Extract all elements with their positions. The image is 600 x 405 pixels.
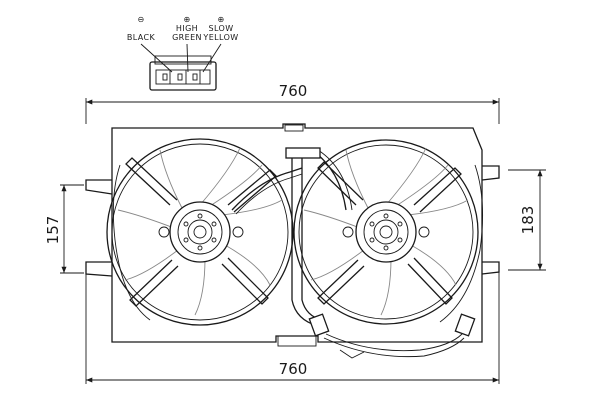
dimension-label-right: 183 xyxy=(519,206,537,235)
fan-left xyxy=(106,138,294,326)
wiring-harness xyxy=(231,147,476,359)
fan-left-blades xyxy=(117,147,283,316)
harness-clip xyxy=(285,147,321,159)
dimension-right-height: 183 xyxy=(508,169,546,271)
dimension-label-top: 760 xyxy=(279,82,308,100)
harness-connector-right xyxy=(454,313,476,337)
pin-2-symbol: ⊕ xyxy=(183,15,190,24)
dimension-left-height: 157 xyxy=(44,184,84,274)
pin-2-function: HIGH xyxy=(176,24,198,33)
pin-3-symbol: ⊕ xyxy=(217,15,224,24)
dimension-label-bottom: 760 xyxy=(279,360,308,378)
pin-1-color: BLACK xyxy=(127,33,156,42)
pin-2-color: GREEN xyxy=(172,33,202,42)
pin-3-function: SLOW xyxy=(208,24,233,33)
connector-plug xyxy=(149,55,217,91)
dimension-label-left: 157 xyxy=(44,216,62,245)
pin-1-symbol: ⊖ xyxy=(137,15,144,24)
fan-left-motor-hub xyxy=(169,201,231,263)
connector-legend: ⊖ BLACK ⊕ HIGH GREEN ⊕ SLOW YELLOW xyxy=(127,15,238,73)
pin-3-color: YELLOW xyxy=(202,33,238,42)
fan-right-blades xyxy=(303,147,469,316)
fan-right-motor-hub xyxy=(355,201,417,263)
dimension-top-width: 760 xyxy=(85,82,500,124)
fan-right xyxy=(293,139,479,325)
harness-connector-left xyxy=(308,313,330,337)
dimension-bottom-width: 760 xyxy=(85,268,500,384)
